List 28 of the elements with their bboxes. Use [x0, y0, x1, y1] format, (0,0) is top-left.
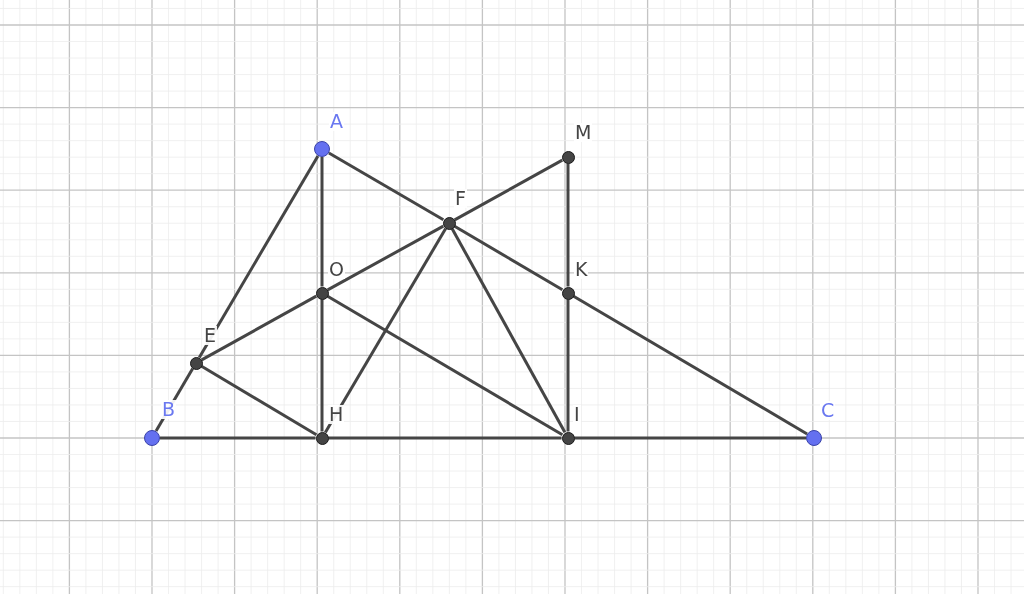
- line-segment: [450, 227, 567, 434]
- line-segment: [574, 436, 806, 440]
- line-segment: [328, 151, 445, 222]
- line-segment: [566, 163, 570, 287]
- line-segment: [324, 227, 447, 434]
- point-label: H: [328, 405, 345, 424]
- line-segment: [326, 295, 564, 436]
- line-segment: [160, 436, 316, 440]
- point-label: M: [574, 123, 593, 142]
- point-label: A: [329, 112, 344, 131]
- point-label: O: [328, 260, 345, 279]
- line-segment: [453, 225, 564, 291]
- point-label: E: [203, 326, 217, 345]
- line-segment: [572, 295, 808, 436]
- point-label: F: [454, 189, 467, 208]
- point-label: K: [574, 260, 589, 279]
- line-segment: [320, 157, 324, 287]
- line-segment: [566, 299, 570, 432]
- line-segment: [200, 365, 318, 436]
- line-segment: [453, 158, 564, 222]
- line-segment: [328, 436, 562, 440]
- line-segment: [198, 155, 320, 359]
- line-segment: [200, 294, 318, 362]
- point-label: C: [820, 401, 836, 420]
- point-label: B: [161, 400, 177, 419]
- line-segment: [320, 299, 324, 432]
- line-segment: [326, 224, 445, 292]
- point-label: I: [573, 405, 581, 424]
